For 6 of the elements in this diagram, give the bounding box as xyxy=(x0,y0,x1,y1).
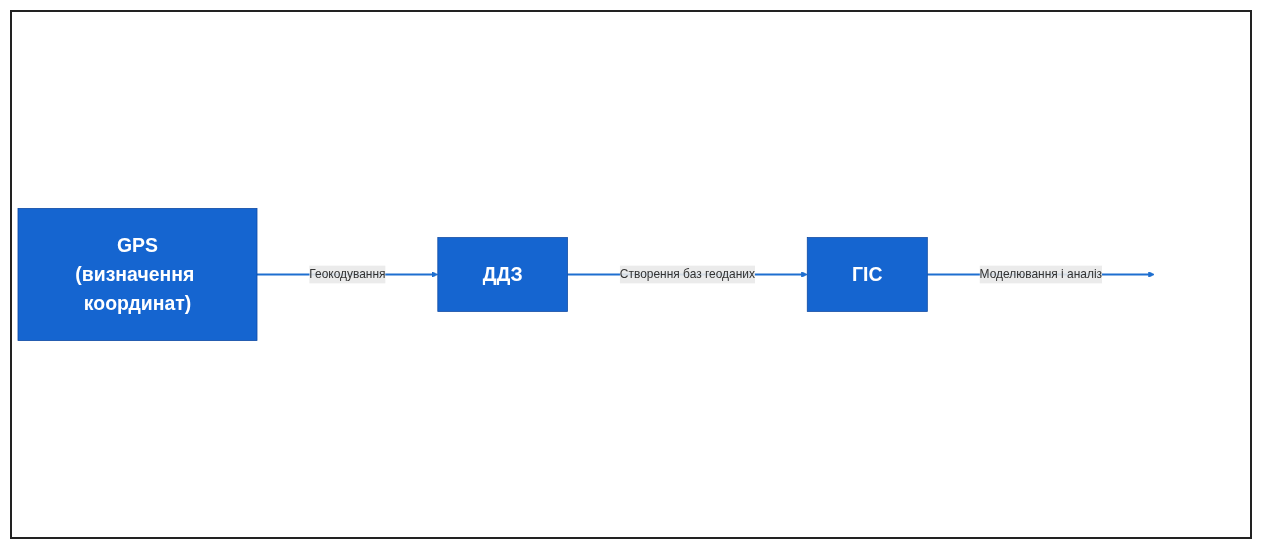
edge-label: Моделювання і аналіз xyxy=(979,267,1103,281)
node-box: ДДЗ xyxy=(437,237,568,312)
node-box: GPS (визначення координат) xyxy=(17,208,258,341)
edge-label: Геокодування xyxy=(309,267,386,281)
node-box: ГІС xyxy=(806,237,928,312)
edge-label: Створення баз геоданих xyxy=(619,267,755,281)
